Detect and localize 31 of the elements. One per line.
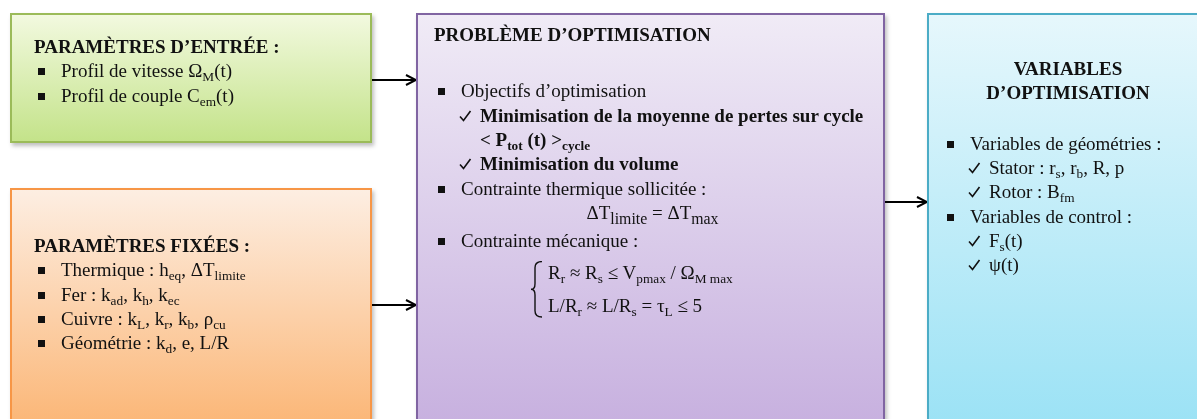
text-box: [416, 13, 885, 419]
item-text: Profil de vitesse Ω$_{M}$(t): [61, 59, 233, 84]
item-text: Stator : r$_{s}$, r$_{b}$, R, p: [989, 155, 1125, 181]
item-text: Profil de couple C$_{em}$(t): [61, 83, 234, 108]
item-text: Variables de géométries :: [970, 131, 1162, 156]
arrow: [884, 196, 928, 208]
item-text: Cuivre : k$_{L}$, k$_{r}$, k$_{b}$, ρ$_{cu}$: [61, 306, 226, 332]
text-box: [10, 13, 372, 143]
item-text: ψ(t): [989, 253, 1019, 278]
equation: R$_{r}$ ≈ R$_{s}$ ≤ V$_{pmax}$ / Ω$_{M max}$: [548, 262, 733, 284]
box-heading: PARAMÈTRES D’ENTRÉE :: [34, 35, 281, 59]
text-box: [927, 13, 1197, 419]
arrow: [371, 299, 417, 311]
item-text: Thermique : h$_{eq}$, ΔT$_{limite}$: [61, 258, 246, 283]
item-text: F$_{s}$(t): [989, 228, 1023, 254]
box-heading: PARAMÈTRES FIXÉES :: [34, 234, 252, 258]
item-text: Minimisation du volume: [480, 153, 679, 177]
equation: ΔT$_{limite}$ = ΔT$_{max}$: [586, 200, 719, 229]
item-text: Objectifs d’optimisation: [461, 79, 647, 104]
item-text: Minimisation de la moyenne de pertes sur cycle < P$_{tot}$ (t) >$_{cycle}$: [480, 103, 865, 153]
equation: L/R$_{r}$ ≈ L/R$_{s}$ = τ$_{L}$ ≤ 5: [548, 294, 703, 316]
item-text: Fer : k$_{ad}$, k$_{h}$, k$_{ec}$: [61, 283, 180, 307]
box-heading: PROBLÈME D’OPTIMISATION: [434, 23, 712, 47]
item-text: Contrainte thermique sollicitée :: [461, 176, 707, 201]
item-text: Géométrie : k$_{d}$, e, L/R: [61, 331, 230, 356]
box-heading: VARIABLES D’OPTIMISATION: [985, 57, 1151, 106]
item-text: Contrainte mécanique :: [461, 228, 639, 253]
arrow: [371, 74, 417, 86]
item-text: Variables de control :: [970, 204, 1132, 229]
item-text: Rotor : B$_{fm}$: [989, 180, 1075, 205]
text-box: [10, 188, 372, 419]
